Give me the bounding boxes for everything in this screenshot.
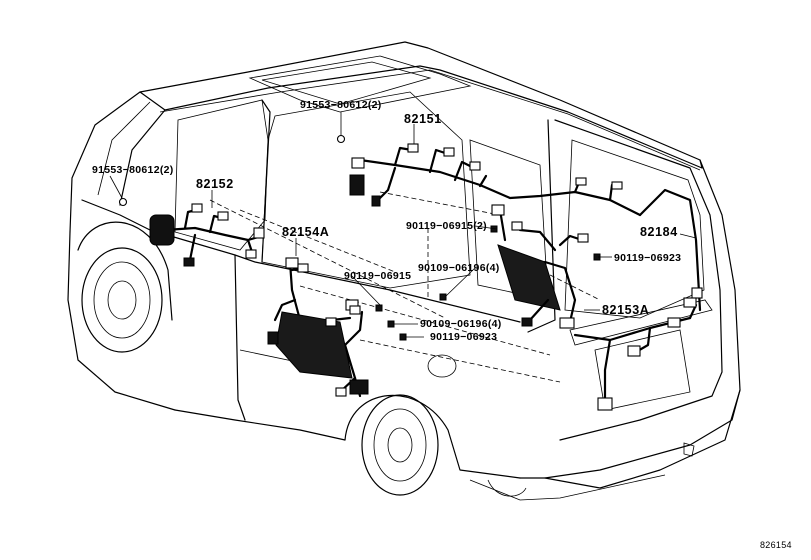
- label-82153a: 82153A: [602, 303, 649, 317]
- label-82184: 82184: [640, 225, 678, 239]
- part-labels: 91553−80612(2) 82151 91553−80612(2) 8215…: [92, 99, 792, 550]
- label-90119-06915: 90119−06915: [344, 270, 411, 282]
- back-door-wire-harness-82184: [573, 297, 698, 411]
- label-90109-06196-4-lower: 90109−06196(4): [420, 318, 502, 330]
- label-90119-06915-2: 90119−06915(2): [406, 220, 487, 232]
- label-91553-80612-roof: 91553−80612(2): [300, 99, 382, 111]
- floor-wire-harness-82154a: [267, 257, 369, 398]
- label-90109-06196-4-upper: 90109−06196(4): [418, 262, 500, 274]
- label-90119-06923-lower: 90119−06923: [430, 331, 497, 343]
- label-82154a: 82154A: [282, 225, 329, 239]
- label-91553-80612-front: 91553−80612(2): [92, 164, 174, 176]
- roof-wire-harness-82151: [349, 143, 703, 312]
- front-wire-harness-82152: [149, 203, 265, 267]
- label-82151: 82151: [404, 112, 442, 126]
- diagram-reference-number: 826154: [760, 540, 792, 550]
- leader-lines: [109, 112, 697, 338]
- label-90119-06923-right: 90119−06923: [614, 252, 681, 264]
- rear-wire-harness-82153a: [491, 204, 589, 329]
- label-82152: 82152: [196, 177, 234, 191]
